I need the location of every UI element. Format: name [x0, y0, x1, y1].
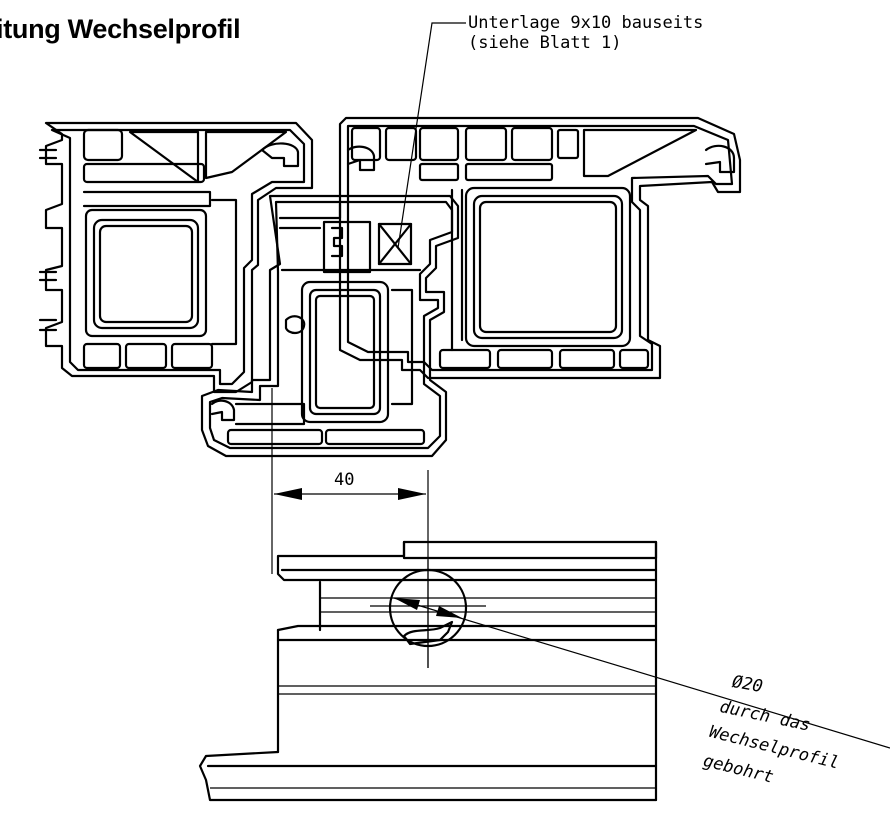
right-frame-profile [338, 116, 742, 380]
dimension-value: 40 [334, 470, 355, 490]
transom-side-view [198, 540, 890, 802]
left-frame-profile [38, 121, 314, 394]
shim-leader-line [397, 22, 466, 249]
drawing-title: itung Wechselprofil [0, 14, 241, 44]
callout-shim-line2: (siehe Blatt 1) [468, 33, 622, 53]
center-transom-profile [200, 194, 460, 458]
callout-shim-line1: Unterlage 9x10 bauseits [468, 13, 704, 33]
